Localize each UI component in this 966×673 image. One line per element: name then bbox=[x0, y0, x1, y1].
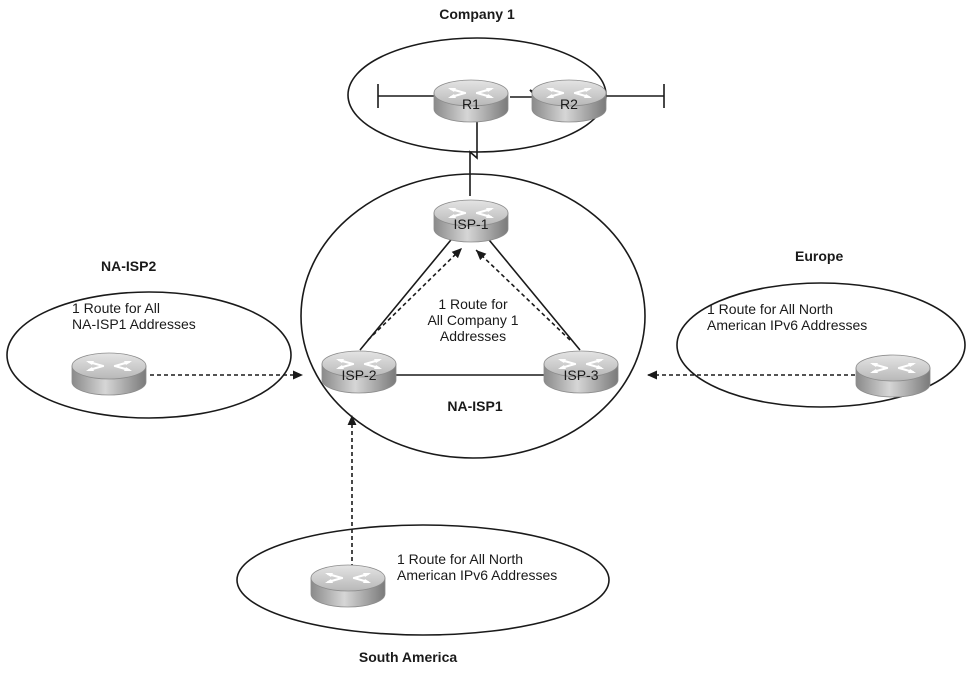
center-note-line3: Addresses bbox=[439, 328, 507, 345]
europe-note: 1 Route for All North American IPv6 Addr… bbox=[707, 301, 867, 333]
router-isp1-label: ISP-1 bbox=[453, 216, 489, 232]
na-isp2-note: 1 Route for All NA-ISP1 Addresses bbox=[72, 300, 196, 332]
link-isp1-isp2 bbox=[359, 234, 456, 351]
na-isp1-title: NA-ISP1 bbox=[447, 398, 503, 414]
router-isp3-label: ISP-3 bbox=[563, 367, 599, 383]
center-note-line2: All Company 1 bbox=[427, 312, 519, 329]
south-america-note: 1 Route for All North American IPv6 Addr… bbox=[397, 551, 557, 583]
router-europe-icon bbox=[854, 353, 932, 399]
advert-arrow-isp3-to-isp1 bbox=[475, 249, 571, 341]
center-note: 1 Route for All Company 1 Addresses bbox=[398, 296, 548, 344]
link-isp1-isp3 bbox=[484, 234, 581, 351]
na-isp1-cloud bbox=[300, 173, 646, 459]
na-isp2-title: NA-ISP2 bbox=[101, 258, 157, 274]
europe-title: Europe bbox=[795, 248, 844, 264]
router-south-america-icon bbox=[309, 563, 387, 609]
na-isp2-note-line1: 1 Route for All bbox=[72, 300, 160, 316]
na-isp2-note-line2: NA-ISP1 Addresses bbox=[72, 316, 196, 333]
router-r1-label: R1 bbox=[462, 96, 480, 112]
router-isp2-label: ISP-2 bbox=[341, 367, 377, 383]
advert-arrow-isp2-to-isp1 bbox=[367, 247, 463, 341]
south-america-note-line2: American IPv6 Addresses bbox=[397, 567, 558, 584]
na-isp2-cloud bbox=[6, 291, 292, 419]
router-r2-label: R2 bbox=[560, 96, 578, 112]
europe-note-line1: 1 Route for All North bbox=[707, 301, 834, 317]
center-note-line1: 1 Route for bbox=[438, 296, 508, 312]
europe-cloud bbox=[676, 282, 966, 408]
south-america-title: South America bbox=[358, 649, 458, 665]
south-america-cloud bbox=[236, 524, 610, 636]
serial-link-r1-isp1 bbox=[469, 118, 478, 196]
europe-note-line2: American IPv6 Addresses bbox=[707, 317, 868, 334]
south-america-note-line1: 1 Route for All North bbox=[397, 551, 524, 567]
company1-title: Company 1 bbox=[439, 6, 515, 22]
router-na-isp2-icon bbox=[70, 351, 148, 397]
